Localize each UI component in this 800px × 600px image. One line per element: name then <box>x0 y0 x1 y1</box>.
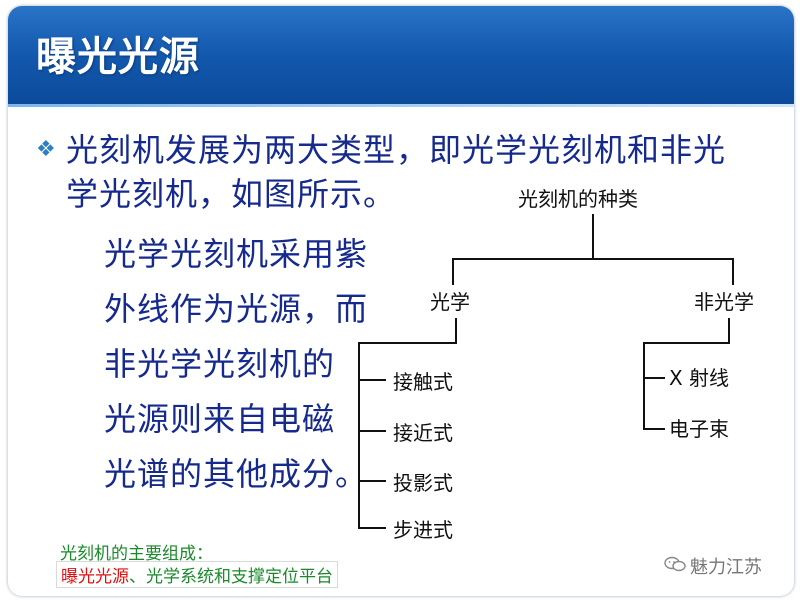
left-stem <box>455 318 457 343</box>
banner-divider <box>8 104 794 107</box>
branch-non-optical: 非光学 <box>694 290 754 314</box>
left-tick <box>358 430 386 432</box>
intro-paragraph: 光刻机发展为两大类型，即光学光刻机和非光 学光刻机，如图所示。 <box>66 128 756 216</box>
leaf-electron-beam: 电子束 <box>669 417 729 441</box>
title-banner <box>8 6 794 106</box>
root-stem <box>592 214 594 259</box>
footnote-highlight: 曝光光源 <box>61 567 129 587</box>
footnote-rest: 、光学系统和支撑定位平台 <box>129 567 333 587</box>
wechat-icon <box>664 556 686 572</box>
diagram-root: 光刻机的种类 <box>518 187 638 211</box>
detail-line-4: 光源则来自电磁 <box>104 400 336 438</box>
right-stem <box>728 318 730 343</box>
branch-optical: 光学 <box>430 290 470 314</box>
left-tick <box>358 527 386 529</box>
right-tick <box>643 377 665 379</box>
right-tick <box>643 428 665 430</box>
leaf-projection: 投影式 <box>393 471 453 495</box>
detail-line-2: 外线作为光源，而 <box>104 290 369 328</box>
leaf-stepper: 步进式 <box>393 518 453 542</box>
intro-line-2: 学光刻机，如图所示。 <box>66 175 397 213</box>
right-trunk <box>643 342 645 430</box>
detail-line-1: 光学光刻机采用紫 <box>104 235 369 273</box>
leaf-contact: 接触式 <box>393 370 453 394</box>
intro-line-1: 光刻机发展为两大类型，即光学光刻机和非光 <box>66 131 727 169</box>
slide-title: 曝光光源 <box>36 34 200 80</box>
detail-line-5: 光谱的其他成分。 <box>104 455 369 493</box>
left-connector <box>358 342 457 344</box>
detail-line-3: 非光学光刻机的 <box>104 345 336 383</box>
footnote-components: 曝光光源、光学系统和支撑定位平台 <box>56 561 338 588</box>
left-trunk <box>358 342 360 528</box>
right-connector <box>643 342 730 344</box>
footnote-heading: 光刻机的主要组成： <box>60 544 213 564</box>
leaf-xray: X 射线 <box>669 366 730 390</box>
right-drop <box>732 258 734 285</box>
branch-bar <box>452 258 734 260</box>
leaf-proximity: 接近式 <box>393 421 453 445</box>
left-tick <box>358 480 386 482</box>
left-drop <box>452 258 454 285</box>
left-tick <box>358 379 386 381</box>
watermark-text: 魅力江苏 <box>690 557 762 578</box>
diamond-bullet-icon: ❖ <box>36 137 56 162</box>
